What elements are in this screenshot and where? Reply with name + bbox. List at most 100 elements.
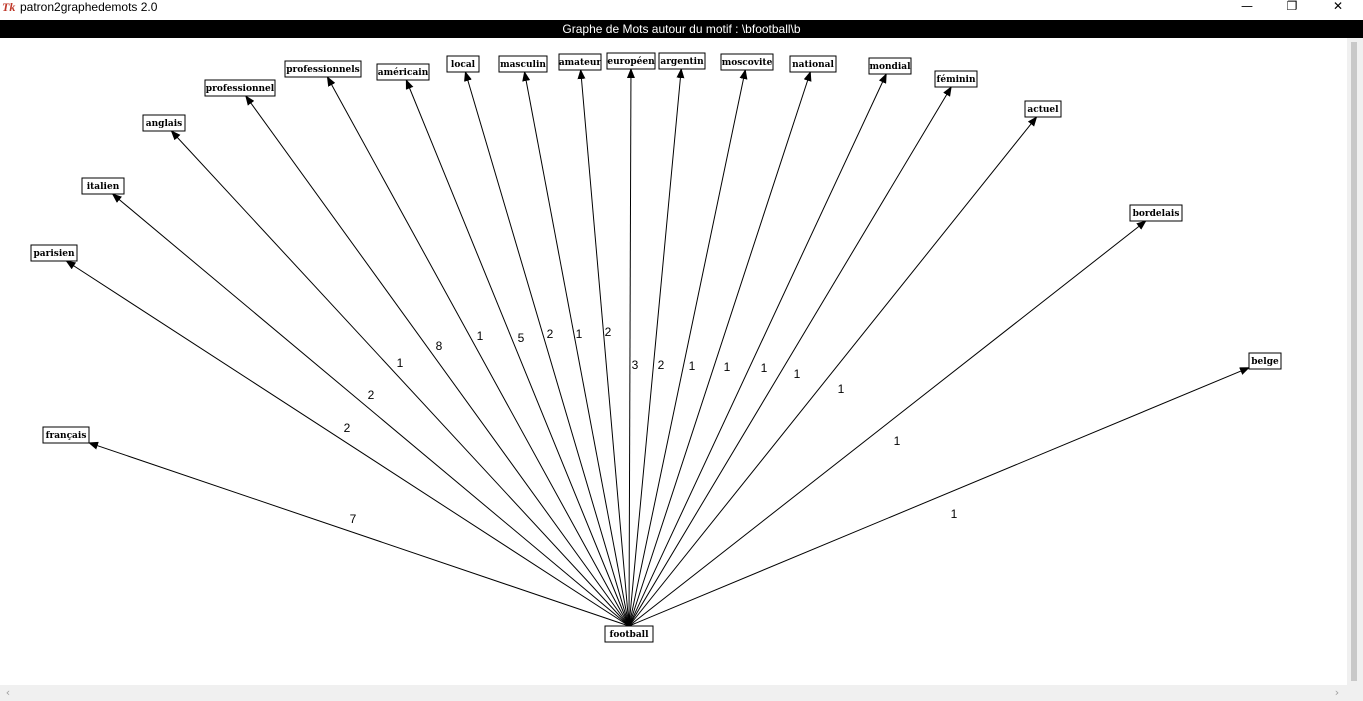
- edge-weight-masculin: 1: [576, 327, 583, 341]
- node-local[interactable]: local: [446, 55, 480, 73]
- edge-actuel: [628, 116, 1038, 627]
- node-parisien-box: [30, 244, 78, 262]
- vertical-scrollbar[interactable]: [1347, 38, 1363, 685]
- node-européen-box: [606, 52, 656, 70]
- edge-italien: [111, 193, 630, 627]
- node-anglais-label: anglais: [146, 119, 182, 129]
- node-center-football-box: [604, 625, 654, 643]
- node-argentin-box: [658, 52, 706, 70]
- node-professionnels-box: [284, 60, 362, 78]
- node-moscovite[interactable]: moscovite: [720, 53, 774, 71]
- node-amateur[interactable]: amateur: [558, 53, 602, 71]
- edge-weight-professionnel: 8: [436, 339, 443, 353]
- node-mondial[interactable]: mondial: [868, 57, 912, 75]
- node-italien[interactable]: italien: [81, 177, 125, 195]
- node-parisien-label: parisien: [33, 249, 74, 259]
- node-européen[interactable]: européen: [606, 52, 656, 70]
- node-bordelais[interactable]: bordelais: [1129, 204, 1183, 222]
- edge-weight-italien: 2: [368, 388, 375, 402]
- node-professionnel-label: professionnel: [206, 84, 275, 94]
- node-professionnels-label: professionnels: [286, 65, 360, 75]
- node-français-box: [42, 426, 90, 444]
- scroll-right-arrow-icon[interactable]: ›: [1334, 686, 1340, 699]
- edge-weight-féminin: 1: [794, 367, 801, 381]
- scroll-left-arrow-icon[interactable]: ‹: [5, 686, 11, 699]
- close-button[interactable]: ✕: [1332, 0, 1344, 13]
- node-national-label: national: [792, 60, 834, 70]
- node-belge[interactable]: belge: [1248, 352, 1282, 370]
- node-anglais-box: [142, 114, 186, 132]
- node-argentin[interactable]: argentin: [658, 52, 706, 70]
- node-féminin[interactable]: féminin: [934, 70, 978, 88]
- maximize-button[interactable]: ❐: [1286, 0, 1298, 13]
- node-center-football-label: football: [610, 630, 650, 640]
- node-anglais[interactable]: anglais: [142, 114, 186, 132]
- edge-américain: [405, 79, 630, 627]
- node-actuel-box: [1024, 100, 1062, 118]
- edge-weight-belge: 1: [951, 507, 958, 521]
- node-professionnels[interactable]: professionnels: [284, 60, 362, 78]
- node-actuel-label: actuel: [1027, 105, 1059, 115]
- node-local-label: local: [451, 60, 476, 70]
- edge-weight-argentin: 2: [658, 358, 665, 372]
- node-professionnel-box: [204, 79, 276, 97]
- edge-weight-professionnels: 1: [477, 329, 484, 343]
- node-professionnel[interactable]: professionnel: [204, 79, 276, 97]
- node-argentin-label: argentin: [660, 57, 704, 67]
- edge-weight-français: 7: [350, 512, 357, 526]
- node-américain-label: américain: [378, 67, 429, 78]
- edge-professionnel: [245, 95, 630, 627]
- edge-weight-moscovite: 1: [689, 359, 696, 373]
- node-amateur-box: [558, 53, 602, 71]
- edge-weight-anglais: 1: [397, 356, 404, 370]
- node-belge-box: [1248, 352, 1282, 370]
- node-féminin-label: féminin: [936, 74, 976, 85]
- minimize-button[interactable]: —: [1241, 0, 1253, 13]
- node-français-label: français: [46, 431, 87, 441]
- vertical-scroll-thumb[interactable]: [1351, 42, 1357, 681]
- node-parisien[interactable]: parisien: [30, 244, 78, 262]
- node-moscovite-box: [720, 53, 774, 71]
- node-actuel[interactable]: actuel: [1024, 100, 1062, 118]
- edge-local: [464, 71, 630, 627]
- node-mondial-box: [868, 57, 912, 75]
- node-masculin-label: masculin: [500, 60, 546, 70]
- edge-weight-européen: 3: [632, 358, 639, 372]
- node-local-box: [446, 55, 480, 73]
- node-féminin-box: [934, 70, 978, 88]
- node-italien-label: italien: [87, 182, 120, 192]
- graph-header: Graphe de Mots autour du motif : \bfootb…: [0, 20, 1363, 38]
- node-national-box: [789, 55, 837, 73]
- edge-bordelais: [628, 220, 1147, 627]
- edge-weight-mondial: 1: [761, 361, 768, 375]
- node-moscovite-label: moscovite: [722, 58, 773, 68]
- node-bordelais-label: bordelais: [1133, 209, 1180, 219]
- node-national[interactable]: national: [789, 55, 837, 73]
- edge-masculin: [522, 71, 630, 627]
- edge-amateur: [577, 69, 630, 627]
- edge-belge: [628, 367, 1250, 627]
- edge-weight-amateur: 2: [605, 325, 612, 339]
- edge-weight-parisien: 2: [344, 421, 351, 435]
- horizontal-scrollbar[interactable]: ‹ ›: [0, 685, 1363, 701]
- node-italien-box: [81, 177, 125, 195]
- edge-weight-actuel: 1: [838, 382, 845, 396]
- tk-feather-icon: Tk: [2, 0, 16, 14]
- node-américain[interactable]: américain: [376, 63, 430, 81]
- node-masculin[interactable]: masculin: [498, 55, 548, 73]
- node-amateur-label: amateur: [559, 58, 602, 68]
- edge-weight-américain: 5: [518, 331, 525, 345]
- node-européen-label: européen: [607, 56, 655, 67]
- edge-weight-bordelais: 1: [894, 434, 901, 448]
- title-bar: Tk patron2graphedemots 2.0 — ❐ ✕: [0, 0, 1363, 18]
- window-title: patron2graphedemots 2.0: [20, 0, 158, 14]
- node-belge-label: belge: [1251, 357, 1279, 367]
- node-masculin-box: [498, 55, 548, 73]
- edge-moscovite: [628, 69, 748, 627]
- edge-professionnels: [326, 76, 630, 627]
- node-center-football[interactable]: football: [604, 625, 654, 643]
- edge-français: [88, 441, 630, 627]
- edge-argentin: [628, 68, 685, 627]
- node-français[interactable]: français: [42, 426, 90, 444]
